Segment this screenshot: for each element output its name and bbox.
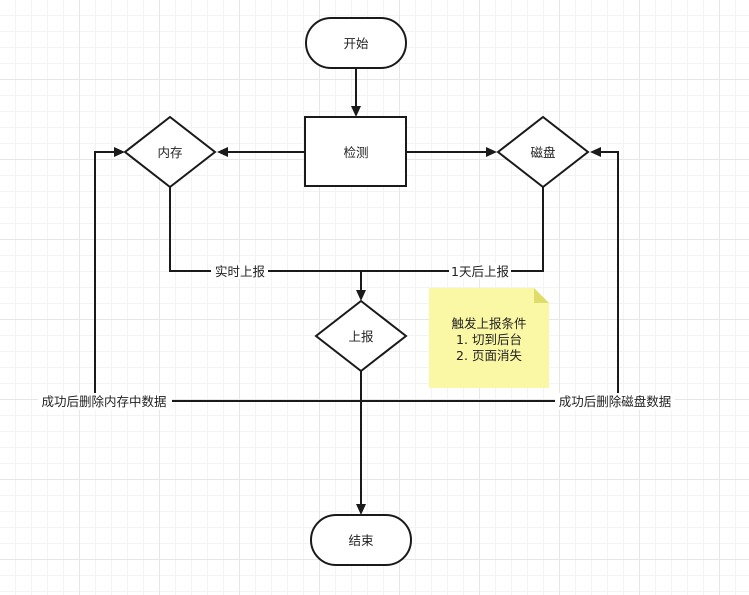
edge-label-realtime-text: 实时上报 <box>215 264 266 279</box>
edge-label-next-day: 1天后上报 <box>449 263 511 279</box>
note-folded-corner <box>534 288 549 303</box>
note-line-1: 1. 切到后台 <box>456 332 522 347</box>
edge-label-delete-memory: 成功后删除内存中数据 <box>38 393 172 410</box>
edge-delete-disk-loop <box>361 151 619 402</box>
end-terminal-shape <box>310 514 412 566</box>
note-title: 触发上报条件 <box>451 316 526 331</box>
note-line-2: 2. 页面消失 <box>456 348 522 363</box>
memory-label: 内存 <box>157 145 182 160</box>
edge-memory-report <box>169 187 361 272</box>
node-end[interactable]: 结束 <box>310 514 412 566</box>
edge-label-delete-disk-bg <box>555 393 675 410</box>
edge-label-next-day-bg <box>449 263 511 279</box>
detect-process-shape <box>304 116 407 187</box>
node-start[interactable]: 开始 <box>305 17 407 69</box>
arrowhead-memory <box>217 147 228 157</box>
edge-label-delete-memory-text: 成功后删除内存中数据 <box>41 394 166 409</box>
arrowhead-end <box>356 504 366 515</box>
edge-label-delete-memory-bg <box>38 393 172 410</box>
edge-label-realtime-bg <box>211 263 268 279</box>
arrowhead-memory-loop <box>114 147 125 157</box>
note-trigger-conditions[interactable]: 触发上报条件 1. 切到后台 2. 页面消失 <box>429 288 549 388</box>
node-report[interactable]: 上报 <box>314 299 408 373</box>
node-memory[interactable]: 内存 <box>123 115 217 189</box>
arrowhead-report <box>356 290 366 301</box>
edge-label-next-day-text: 1天后上报 <box>451 264 509 279</box>
start-terminal-shape <box>305 17 407 69</box>
report-decision-shape <box>314 299 408 373</box>
report-label: 上报 <box>348 329 374 344</box>
edge-label-delete-disk-text: 成功后删除磁盘数据 <box>559 394 672 409</box>
edge-label-delete-disk: 成功后删除磁盘数据 <box>555 393 675 410</box>
arrowhead-detect <box>351 106 361 117</box>
node-disk[interactable]: 磁盘 <box>496 115 590 189</box>
disk-label: 磁盘 <box>530 145 555 160</box>
node-detect[interactable]: 检测 <box>304 116 407 187</box>
arrowhead-disk <box>486 147 497 157</box>
memory-decision-shape <box>123 115 217 189</box>
edge-label-realtime: 实时上报 <box>211 263 268 279</box>
arrowhead-disk-loop <box>590 147 601 157</box>
detect-label: 检测 <box>343 145 368 160</box>
disk-decision-shape <box>496 115 590 189</box>
end-label: 结束 <box>348 533 374 548</box>
edge-disk-report <box>361 187 544 272</box>
edges <box>94 68 619 515</box>
start-label: 开始 <box>343 36 369 51</box>
edge-delete-memory-loop <box>94 151 361 402</box>
note-body <box>429 288 549 388</box>
